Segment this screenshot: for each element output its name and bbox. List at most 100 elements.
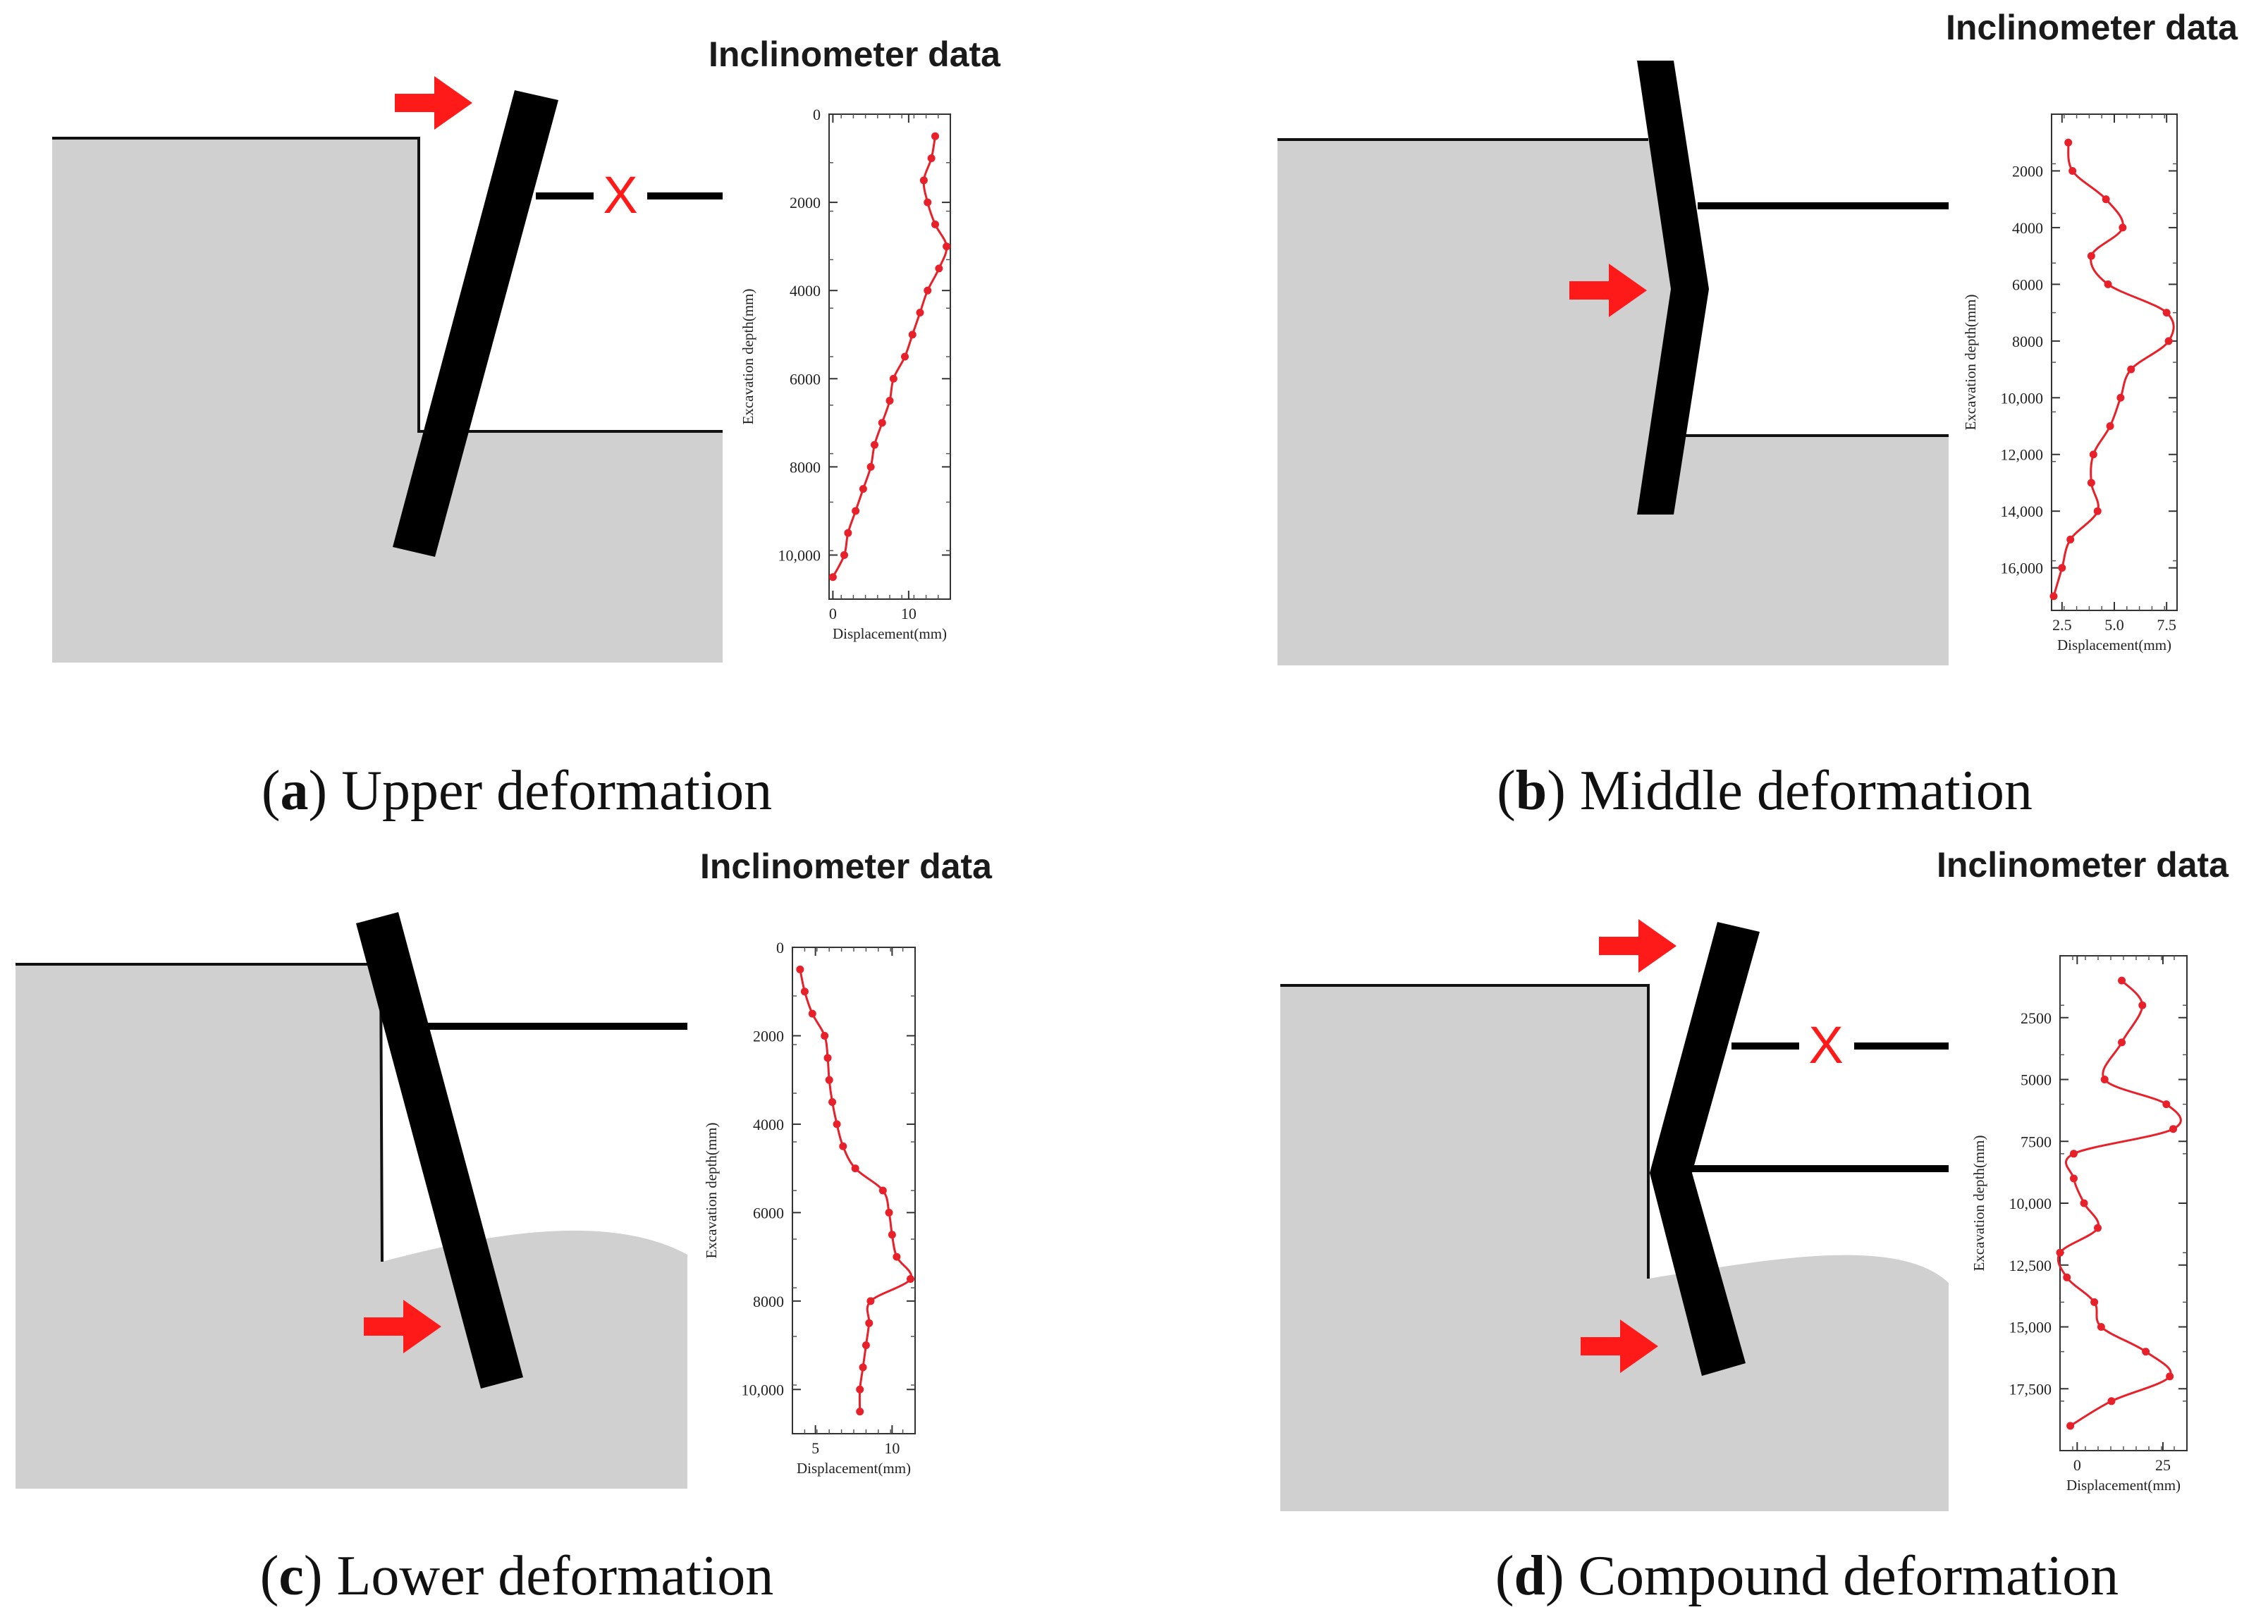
data-point (2089, 450, 2097, 459)
data-point (2166, 1372, 2174, 1381)
data-point (2069, 1150, 2078, 1158)
data-point (2162, 309, 2171, 317)
displacement-curve (2052, 142, 2175, 597)
data-point (931, 132, 939, 140)
data-point (871, 441, 878, 449)
data-point (865, 1319, 874, 1327)
x-tick-label: 5 (811, 1439, 819, 1457)
y-tick-label: 10,000 (2001, 389, 2044, 407)
data-point (2049, 592, 2058, 601)
data-point (878, 419, 886, 427)
data-point (2164, 337, 2173, 345)
y-axis-label: Excavation depth(mm) (740, 288, 756, 424)
data-point (796, 965, 804, 973)
data-point (2063, 1273, 2071, 1281)
panel-caption: (c) Lower deformation (260, 1545, 774, 1607)
x-tick-label: 0 (829, 605, 837, 622)
data-point (878, 1186, 887, 1195)
y-tick-label: 12,500 (2009, 1257, 2052, 1274)
data-point (825, 1076, 833, 1084)
panel-b-diagram (1277, 61, 1949, 665)
data-point (924, 286, 932, 295)
data-point (821, 1031, 829, 1040)
y-tick-label: 17,500 (2009, 1380, 2052, 1398)
x-axis-label: Displacement(mm) (797, 1460, 911, 1477)
data-point (2102, 195, 2110, 204)
data-point (885, 1208, 893, 1217)
y-tick-label: 7500 (2021, 1133, 2052, 1150)
y-tick-label: 4000 (790, 282, 821, 300)
data-point (2106, 422, 2114, 431)
data-point (893, 1253, 901, 1261)
retained-soil (16, 964, 687, 1489)
ground-surface-line (52, 137, 723, 433)
y-tick-label: 10,000 (742, 1381, 785, 1398)
x-tick-label: 25 (2155, 1456, 2171, 1474)
data-point (859, 485, 867, 493)
x-tick-label: 2.5 (2052, 616, 2072, 634)
y-tick-label: 6000 (2012, 276, 2043, 293)
ground-surface-line (1280, 984, 1650, 1279)
panel-caption: (d) Compound deformation (1495, 1545, 2119, 1607)
inclinometer-title: Inclinometer data (709, 35, 1001, 74)
data-point (908, 331, 917, 339)
retained-soil (52, 138, 723, 663)
y-tick-label: 4000 (2012, 219, 2043, 237)
data-point (833, 1120, 841, 1128)
x-tick-label: 0 (2073, 1456, 2081, 1474)
data-point (2080, 1199, 2088, 1207)
data-point (2118, 976, 2126, 985)
y-tick-label: 10,000 (2009, 1195, 2052, 1212)
x-axis-label: Displacement(mm) (833, 625, 947, 642)
data-point (840, 550, 848, 559)
data-point (2090, 1298, 2099, 1306)
y-tick-label: 5000 (2021, 1071, 2052, 1089)
data-point (839, 1142, 847, 1150)
data-point (2087, 479, 2095, 487)
x-axis-label: Displacement(mm) (2066, 1477, 2181, 1494)
y-tick-label: 2000 (753, 1027, 784, 1045)
y-axis-label: Excavation depth(mm) (1970, 1135, 1987, 1271)
retaining-wall (393, 90, 558, 557)
data-point (916, 308, 924, 316)
data-point (859, 1363, 867, 1372)
data-point (2097, 1323, 2105, 1331)
data-point (2064, 138, 2073, 147)
data-point (2162, 1100, 2171, 1109)
x-tick-label: 7.5 (2157, 616, 2176, 634)
red-arrow-icon (1599, 919, 1677, 973)
panel-d: X Inclinometer data 25005000750010,00012… (1280, 845, 2229, 1607)
x-tick-label: 10 (884, 1439, 900, 1457)
panel-d-diagram: X (1280, 919, 1949, 1511)
data-point (2169, 1125, 2178, 1133)
data-point (862, 1341, 870, 1350)
data-point (2127, 365, 2135, 374)
y-tick-label: 2000 (790, 194, 821, 211)
x-tick-label: 10 (901, 605, 917, 622)
displacement-curve (799, 969, 913, 1412)
inclinometer-title: Inclinometer data (1946, 8, 2238, 47)
panel-b: Inclinometer data 2000 4000 6000 8000 10,000… (1277, 8, 2238, 822)
data-point (2087, 252, 2095, 260)
data-point (844, 529, 852, 537)
panel-c-diagram (16, 912, 687, 1489)
data-point (828, 573, 837, 582)
data-point (2119, 223, 2127, 232)
failed-strut-x-icon: X (1808, 1016, 1843, 1074)
data-point (2104, 280, 2112, 288)
y-tick-label: 6000 (753, 1204, 784, 1222)
x-tick-label: 5.0 (2104, 616, 2124, 634)
data-point (889, 374, 897, 383)
data-point (935, 264, 943, 273)
data-point (2100, 1076, 2109, 1083)
y-tick-label: 2000 (2012, 162, 2043, 180)
y-tick-label: 14,000 (2001, 503, 2044, 520)
data-point (919, 176, 928, 185)
data-point (2142, 1348, 2150, 1356)
y-tick-label: 8000 (2012, 333, 2043, 350)
data-point (2138, 1001, 2147, 1009)
data-point (2066, 535, 2075, 543)
